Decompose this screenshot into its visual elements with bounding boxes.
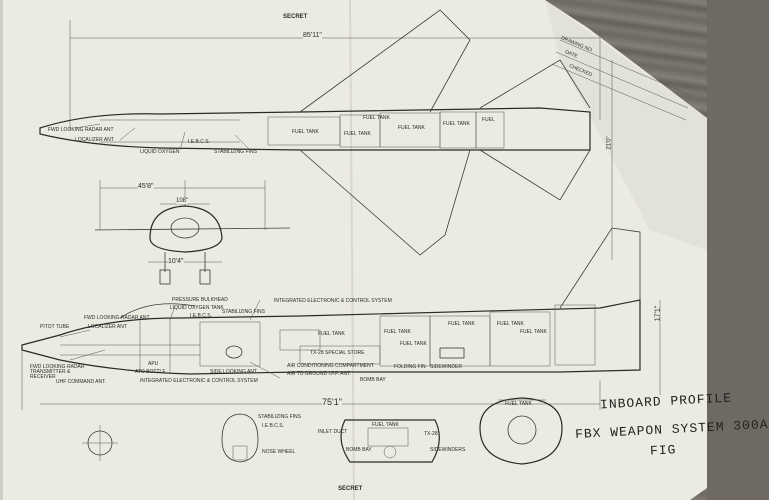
profile-stabilizing-fins-label: STABILIZING FINS: [222, 309, 265, 315]
profile-bomb-bay-label: BOMB BAY: [360, 377, 386, 383]
plan-fuel-tank-e: FUEL TANK: [443, 121, 470, 127]
section-inlet-duct-label: INLET DUCT: [318, 429, 348, 435]
profile-localizer-label: LOCALIZER ANT: [88, 324, 127, 330]
section-iebcs-label: I.E.B.C.S.: [262, 423, 284, 429]
inboard-profile: [21, 227, 661, 410]
front-view: [94, 180, 291, 285]
classification-top: SECRET: [283, 14, 308, 20]
profile-integrated-top-label: INTEGRATED ELECTRONIC & CONTROL SYSTEM: [274, 298, 392, 304]
profile-radar-ant-label: FWD LOOKING RADAR ANT: [84, 315, 150, 321]
profile-integrated-bottom-label: INTEGRATED ELECTRONIC & CONTROL SYSTEM: [140, 378, 258, 384]
section-sidewinders-label: SIDEWINDERS: [430, 447, 466, 453]
section-stabilizing-fins-label: STABILIZING FINS: [258, 414, 301, 420]
section-tx28-label: TX-28: [424, 431, 438, 437]
profile-bottle-label: ATO BOTTLE: [135, 369, 166, 375]
profile-lox-tank-label: LIQUID OXYGEN TANK: [170, 305, 224, 311]
section-nose-wheel-label: NOSE WHEEL: [262, 449, 296, 455]
profile-air-conditioning-label: AIR CONDITIONING COMPARTMENT: [287, 363, 374, 369]
profile-fuel-tank-3: FUEL TANK: [400, 341, 427, 347]
profile-uhf-label: UHF COMMAND ANT.: [56, 379, 106, 385]
profile-pitot-label: PITOT TUBE: [40, 324, 70, 330]
dim-height: 21'0": [606, 136, 613, 150]
dim-overall-length: 85'11": [303, 32, 322, 39]
profile-iebcs-label: I.E.B.C.S.: [190, 313, 212, 319]
paper-fold: [545, 0, 707, 250]
paper-sheet: [0, 0, 707, 500]
figure-label: FIG: [649, 442, 677, 459]
blueprint-drawing: [0, 0, 707, 500]
profile-folding-fin-label: FOLDING FIN: [394, 364, 426, 370]
profile-fuel-tank-6: FUEL TANK: [520, 329, 547, 335]
paper-crease: [349, 0, 355, 500]
profile-fuel-tank-5: FUEL TANK: [497, 321, 524, 327]
plan-localizer-label: LOCALIZER ANT: [75, 137, 114, 143]
classification-bottom: SECRET: [338, 486, 363, 492]
profile-radar-transmitter-label: FWD LOOKING RADAR TRANSMITTER & RECEIVER: [30, 364, 85, 380]
plan-fuel-tank-c: FUEL TANK: [363, 115, 390, 121]
plan-stabilizing-fins-label: STABILIZING FINS: [214, 149, 257, 155]
dim-fuselage-width: 108": [176, 198, 189, 204]
plan-fuel-tank-b: FUEL TANK: [344, 131, 371, 137]
profile-special-store-label: TX-28 SPECIAL STORE: [310, 350, 365, 356]
profile-fuel-tank-1: FUEL TANK: [318, 331, 345, 337]
plan-iebcs-label: I.E.B.C.S.: [188, 139, 210, 145]
cross-sections: [82, 397, 563, 465]
plan-fuel-tank-a: FUEL TANK: [292, 129, 319, 135]
profile-pressure-bulkhead-label: PRESSURE BULKHEAD: [172, 297, 228, 303]
profile-air-to-ground-label: AIR TO GROUND I.F.F. ANT.: [287, 371, 351, 377]
plan-liquid-oxygen-label: LIQUID OXYGEN: [140, 149, 180, 155]
plan-fuel-tank-f: FUEL: [482, 117, 495, 123]
profile-fuel-tank-4: FUEL TANK: [448, 321, 475, 327]
dim-wing-span: 45'8": [138, 183, 154, 190]
dim-profile-length: 75'1": [322, 397, 342, 407]
profile-side-looking-label: SIDE LOOKING ANT: [210, 369, 257, 375]
profile-sidewinder-label: SIDEWINDER: [430, 364, 462, 370]
title-block: [551, 39, 691, 121]
section-fuel-tank-right-label: FUEL TANK: [505, 401, 532, 407]
plan-view: [39, 9, 613, 260]
dim-gear-track: 10'4": [168, 258, 184, 265]
profile-apu-label: APU: [148, 361, 159, 367]
plan-radar-ant-label: FWD LOOKING RADAR ANT: [48, 127, 114, 133]
plan-fuel-tank-d: FUEL TANK: [398, 125, 425, 131]
dim-profile-height: 17'1": [654, 305, 662, 322]
profile-fuel-tank-2: FUEL TANK: [384, 329, 411, 335]
section-bomb-bay-label: BOMB BAY: [346, 447, 372, 453]
section-fuel-tank-label: FUEL TANK: [372, 422, 399, 428]
